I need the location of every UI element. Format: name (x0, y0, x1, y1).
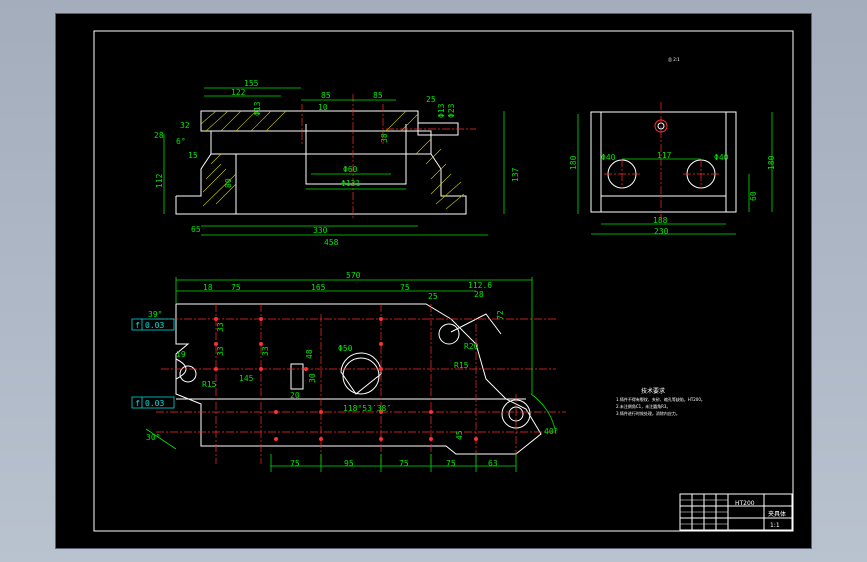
dim-38: 38 (380, 133, 389, 143)
side-view: 180 180 Φ40 Φ40 117 60 188 230 (569, 102, 776, 236)
notes-line-1: 1.铸件不得有裂纹、夹砂、缩孔等缺陷，HT200。 (616, 396, 705, 402)
notes-heading: 技术要求 (641, 387, 665, 395)
front-view: 155 122 85 85 25 10 Φ13 Φ13 Φ23 28 32 6°… (154, 79, 520, 247)
view-label: 总 2:1 (668, 56, 680, 62)
plan-dim-33c: 33 (261, 346, 270, 356)
dim-phi13a: Φ13 (253, 101, 262, 116)
gdt-symbol-2: f (135, 399, 140, 408)
plan-dim-112-6: 112.6 (468, 281, 492, 290)
dim-137: 137 (511, 167, 520, 182)
side-dim-180a: 180 (569, 155, 578, 170)
plan-dim-b95: 95 (344, 459, 354, 468)
plan-dim-45: 45 (455, 430, 464, 440)
gdt-value-2: 0.03 (145, 399, 164, 408)
dim-10: 10 (318, 103, 328, 112)
side-dim-188: 188 (653, 216, 668, 225)
plan-dim-30deg: 30° (146, 433, 160, 442)
plan-dim-33b: 33 (216, 346, 225, 356)
plan-dim-phi50: Φ50 (338, 344, 353, 353)
dim-25: 25 (426, 95, 436, 104)
side-dim-230: 230 (654, 227, 669, 236)
plan-dim-r15a: R15 (202, 380, 217, 389)
dim-15: 15 (188, 151, 198, 160)
plan-dim-28: 28 (474, 290, 484, 299)
plan-dim-39deg: 39° (148, 310, 162, 319)
dim-32: 32 (180, 121, 190, 130)
gdt-value-1: 0.03 (145, 321, 164, 330)
plan-dim-r20: R20 (464, 342, 479, 351)
plan-dim-165: 165 (311, 283, 326, 292)
technical-notes: 技术要求 1.铸件不得有裂纹、夹砂、缩孔等缺陷，HT200。 2.未注倒角C1，… (616, 387, 705, 416)
dim-phi23: Φ23 (447, 103, 456, 118)
side-dim-180b: 180 (767, 155, 776, 170)
cad-drawing: 总 2:1 (93, 30, 794, 532)
plan-dim-40deg: 40° (544, 427, 558, 436)
drawing-frame (93, 30, 794, 532)
notes-line-3: 3.铸件进行时效处理，消除内应力。 (616, 410, 680, 416)
plan-dim-20: 20 (290, 391, 300, 400)
dim-458: 458 (324, 238, 339, 247)
plan-dim-b75a: 75 (290, 459, 300, 468)
side-dim-117: 117 (657, 151, 672, 160)
dim-80: 80 (224, 178, 233, 188)
plan-dim-145: 145 (239, 374, 254, 383)
plan-dim-30: 30 (308, 373, 317, 383)
side-dim-phi40b: Φ40 (714, 153, 729, 162)
plan-dim-19: 19 (176, 350, 186, 359)
plan-dim-25: 25 (428, 292, 438, 301)
plan-dim-18: 18 (203, 283, 213, 292)
dim-28: 28 (154, 131, 164, 140)
cad-drawing-viewport[interactable]: 总 2:1 (55, 13, 812, 549)
dim-phi60: Φ60 (343, 165, 358, 174)
dim-330: 330 (313, 226, 328, 235)
plan-dim-b75c: 75 (446, 459, 456, 468)
dim-phi13b: Φ13 (437, 103, 446, 118)
title-material: HT200 (735, 500, 755, 507)
plan-dim-72: 72 (496, 310, 505, 320)
plan-dim-b75b: 75 (399, 459, 409, 468)
dim-85a: 85 (321, 91, 331, 100)
plan-dim-b63: 63 (488, 459, 498, 468)
side-dim-60: 60 (749, 191, 758, 201)
dim-112: 112 (155, 173, 164, 188)
side-dim-phi40a: Φ40 (601, 153, 616, 162)
plan-dim-75b: 75 (400, 283, 410, 292)
dim-6deg: 6° (176, 137, 186, 146)
plan-dim-angle: 118°53′38″ (343, 404, 391, 413)
dim-85b: 85 (373, 91, 383, 100)
plan-dim-570: 570 (346, 271, 361, 280)
notes-line-2: 2.未注倒角C1，未注圆角R3。 (616, 403, 670, 409)
title-block: HT200 夹具体 1:1 (679, 493, 793, 531)
dim-65: 65 (191, 225, 201, 234)
title-scale: 1:1 (770, 522, 780, 529)
dim-phi131: Φ131 (341, 179, 360, 188)
plan-dim-r15b: R15 (454, 361, 469, 370)
plan-view: 570 18 75 165 75 112.6 25 28 72 39° 33 3… (131, 271, 566, 472)
plan-dim-75a: 75 (231, 283, 241, 292)
gdt-symbol: f (135, 321, 140, 330)
gdt-frame-bottom: f 0.03 (131, 396, 175, 409)
gdt-frame-top: f 0.03 (131, 318, 175, 331)
plan-dim-48: 48 (305, 349, 314, 359)
dim-155: 155 (244, 79, 259, 88)
dim-122: 122 (231, 88, 246, 97)
plan-dim-33a: 33 (216, 322, 225, 332)
title-part-name: 夹具体 (768, 510, 786, 518)
